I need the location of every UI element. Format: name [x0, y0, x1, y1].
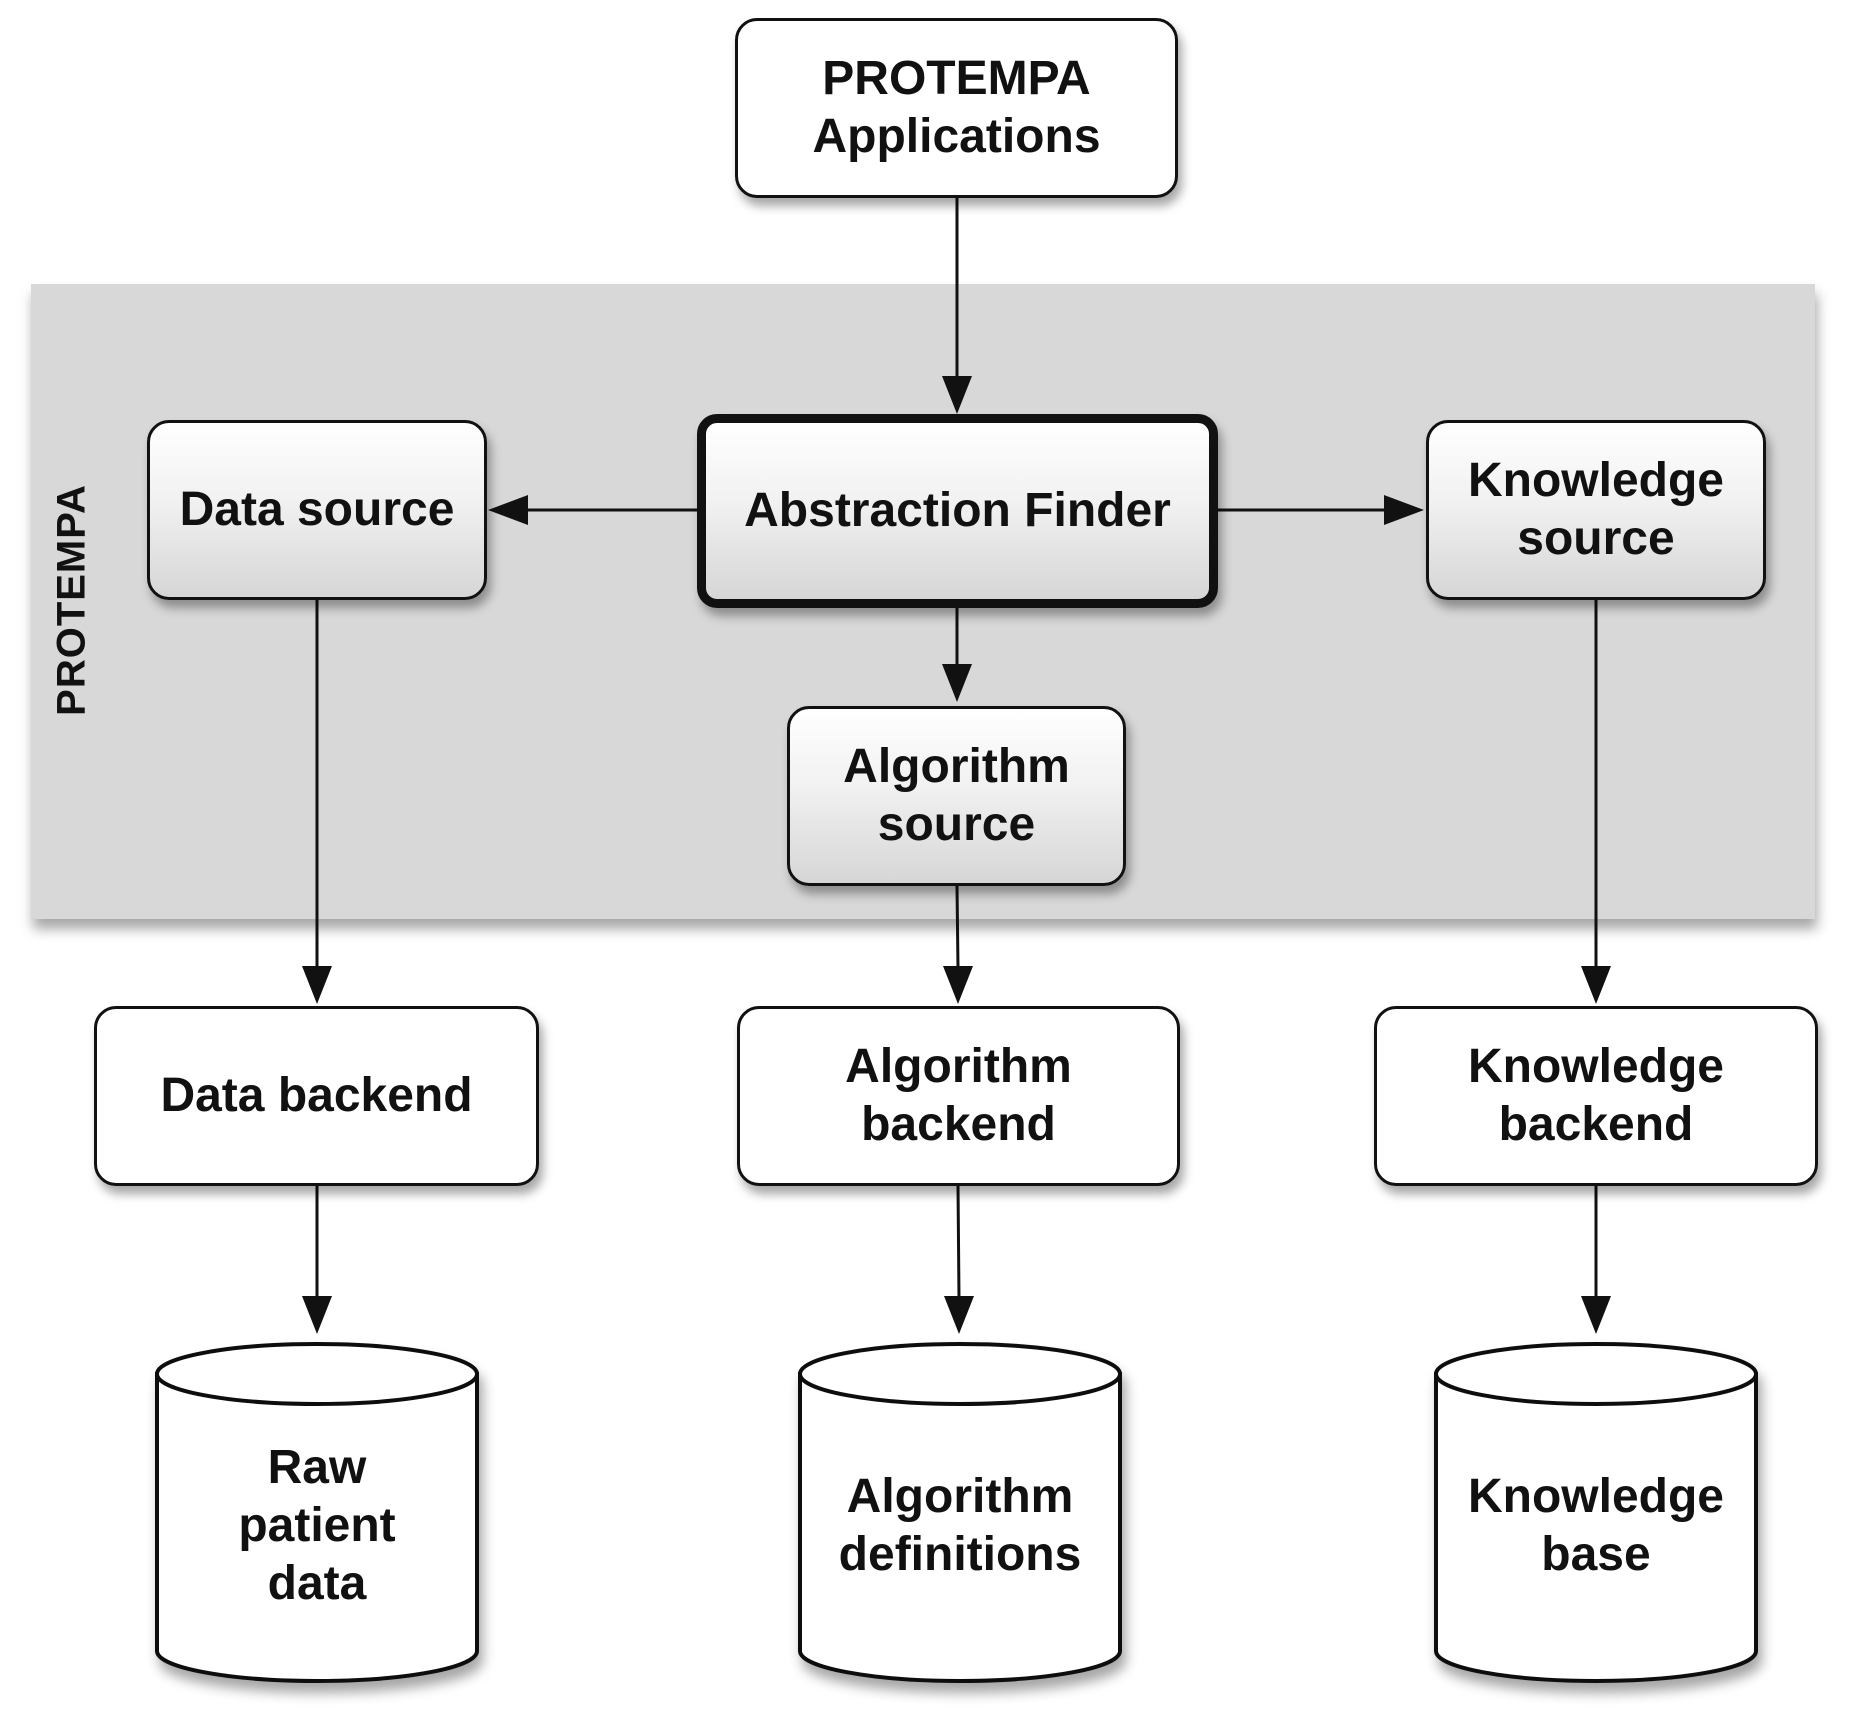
algorithm-source-node: Algorithm source — [787, 706, 1126, 886]
algorithm-definitions-label: Algorithm definitions — [838, 1470, 1082, 1581]
protempa-applications-node: PROTEMPA Applications — [735, 18, 1178, 198]
data-source-node: Data source — [147, 420, 487, 600]
arrow-knowledge-backend-to-knowledge-base — [1581, 1186, 1611, 1334]
knowledge-backend-node: Knowledge backend — [1374, 1006, 1818, 1186]
raw-patient-data-label: Raw patient data — [238, 1441, 396, 1610]
arrow-algorithm-backend-to-definitions — [944, 1185, 974, 1334]
knowledge-base-label: Knowledge base — [1467, 1470, 1724, 1581]
algorithm-backend-node: Algorithm backend — [737, 1006, 1180, 1186]
arrow-data-backend-to-raw-data — [302, 1186, 332, 1334]
data-backend-node: Data backend — [94, 1006, 539, 1186]
abstraction-finder-node: Abstraction Finder — [697, 414, 1218, 608]
knowledge-source-node: Knowledge source — [1426, 420, 1766, 600]
